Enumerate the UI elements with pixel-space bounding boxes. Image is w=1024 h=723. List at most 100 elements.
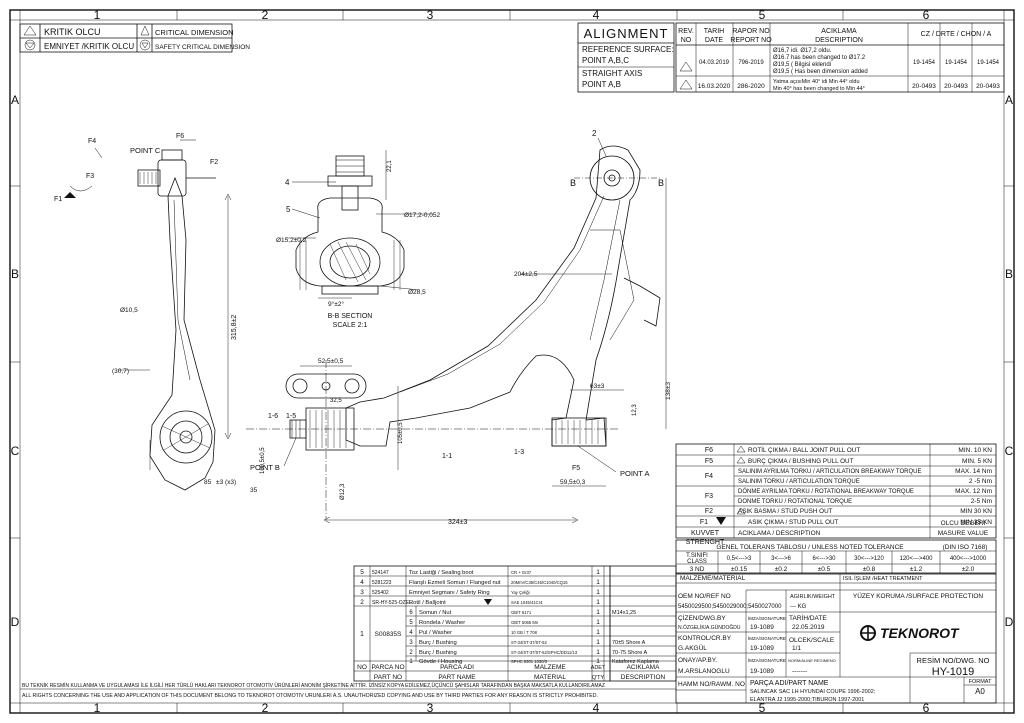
strength-code-f1: F1 [700, 519, 708, 526]
tb-material-label: MALZEME/MATERIAL [680, 575, 746, 582]
tb-part-name-label: PARÇA ADI/PART NAME [750, 680, 829, 687]
grid-col-6: 6 [923, 8, 930, 22]
label-b-right: B [658, 178, 664, 188]
tb-weight-label: AGIRLIK/WEIGHT [790, 594, 836, 600]
grid-row-a-right: A [1005, 93, 1013, 107]
rev1-cz: 19-1454 [913, 60, 936, 66]
bom-subrow-no: 1 [409, 659, 413, 665]
dim-angle: 9°±2° [328, 300, 344, 308]
grid-col-1: 1 [94, 8, 101, 22]
grid-row-d-right: D [1005, 615, 1014, 629]
tb-drawn-name: N.ÖZGELİK/A.GÜNDOĞDU [678, 624, 741, 631]
dim-22-1: 22,1 [387, 160, 393, 172]
dim-85: 85 [204, 479, 212, 486]
bom-subrow-qty: 1 [596, 609, 600, 616]
bom-subrow-qty: 1 [596, 658, 600, 665]
strength-desc-f4b: SALINIM TORKU / ARTICULATION TORQUE [738, 479, 860, 485]
bom-subrow-desc: M14x1,25 [612, 610, 636, 616]
tolerance-class-label-en: CLASS [687, 559, 707, 565]
bom-row-name: Flanşlı Ezmeli Somun / Flanged nut [409, 580, 501, 586]
label-f6-side: F6 [176, 133, 184, 140]
bom-subrow-desc: Kataforez Kaplama [612, 659, 660, 665]
rev-header-cz: CZ / DRTE / CHON / A [921, 31, 992, 38]
tolerance-val-4: ±0.8 [863, 566, 876, 573]
bom-h-name-en: PART NAME [438, 674, 476, 681]
bom-row-no: 4 [360, 579, 364, 586]
bom-subrow-no: 6 [409, 610, 413, 616]
strength-desc-f2: ASIK BASMA / STUD PUSH OUT [738, 508, 833, 515]
rev1-desc-2: Ø16.7 has been changed to Ø17.2 [773, 55, 866, 61]
strength-val-f3a: MAX. 12 Nm [955, 488, 992, 495]
bom-table [353, 565, 611, 682]
bom-subrow-no: 4 [409, 630, 413, 636]
tb-date-value: 22.05.2019 [792, 624, 825, 631]
grid-row-c: C [11, 444, 20, 458]
tb-approve-note-label: NORM/ALINE REGIMENO [788, 658, 836, 663]
alignment-ref-label: REFERENCE SURFACE: [582, 45, 674, 54]
tb-check-sig-label: İMZA/SIGNATURE [748, 635, 786, 641]
alignment-box: ALIGNMENT REFERENCE SURFACE: POINT A,B,C… [577, 22, 675, 93]
tb-check-sig: 19-1089 [750, 645, 774, 652]
label-point-a: POINT A [620, 469, 649, 478]
bom-subrow-qty: 1 [596, 619, 600, 626]
tb-drawn-sig: 19-1089 [750, 624, 774, 631]
bom-h-material-en: MATERIAL [534, 674, 566, 681]
tb-drawing-no: HY-1019 [932, 666, 974, 678]
bom-group-part: S00835S [375, 631, 402, 638]
bom-row-no: 5 [360, 569, 364, 576]
bom-row-no: 3 [360, 589, 364, 596]
bom-subrow-qty: 1 [596, 629, 600, 636]
label-f2-side: F2 [210, 159, 218, 166]
rev-header-desc: ACIKLAMA [821, 28, 857, 35]
dim-324: 324±3 [448, 519, 468, 526]
tolerance-range-1: 0,5<--->3 [727, 556, 752, 562]
tolerance-val-1: ±0.15 [731, 566, 748, 573]
rev-triangle-icon [679, 61, 693, 72]
dim-59-5: 59,5±0,3 [560, 479, 586, 486]
tb-approve-sig-label: İMZA/SIGNATURE [748, 657, 786, 663]
rev-header-date: TARIH [704, 28, 724, 35]
grid-col-4-bottom: 4 [593, 701, 600, 715]
tb-check-label: KONTROL/CR.BY [678, 635, 732, 642]
critical-triangle-icon [23, 25, 37, 36]
teknorot-logo-icon [860, 625, 876, 641]
bom-row-qty: 1 [596, 589, 600, 596]
bom-subrow-material: 10 GB / T 708 [511, 630, 538, 635]
bom-row-qty: 1 [596, 569, 600, 576]
grid-col-4: 4 [593, 8, 600, 22]
bom-row-material: SAE 1045/41Cr4 [511, 600, 543, 605]
bom-h-qty-en: Q'TY [592, 675, 605, 681]
bom-subrow-name: Somun / Nut [419, 610, 452, 616]
bom-row-part: 524147 [372, 570, 389, 576]
strength-code-f2: F2 [705, 508, 713, 515]
tolerance-row-label: 3 ND [690, 566, 705, 573]
dim-32-5: 32,5 [330, 398, 342, 404]
tb-part-name-1: SALINCAK SAC LH HYUNDAI COUPE 1996-2002; [750, 689, 876, 695]
tb-date-label: TARİH/DATE [789, 613, 827, 622]
side-view [118, 149, 232, 491]
dim-85-tol: ±3 (x3) [216, 479, 236, 486]
bom-h-part: PARCA NO [371, 664, 404, 671]
strength-desc-f3b: DONME TORKU / ROTATIONAL TORQUE [738, 499, 852, 505]
bom-row-qty: 1 [596, 579, 600, 586]
tolerance-range-4: 30<--->120 [854, 556, 884, 562]
bom-subrow-desc: 70±5 Shore A [612, 640, 646, 646]
strength-val-f4a: MAX. 14 Nm [955, 468, 992, 475]
strength-desc-f6: ROTİL ÇIKMA / BALL JOINT PULL OUT [748, 445, 860, 454]
bom-row-material: Yay Çeliği [511, 590, 530, 595]
label-section-1-3: 1-3 [514, 449, 524, 456]
tb-approve-sig: 19-1089 [750, 668, 774, 675]
strength-code-f4: F4 [705, 473, 713, 480]
dim-offset-30-7: (30,7) [112, 368, 129, 375]
strength-code-f5: F5 [705, 458, 713, 465]
rev2-report: 286-2020 [737, 83, 765, 90]
dim-hole-diameter: Ø10,5 [120, 307, 138, 314]
tolerance-range-3: 6<--->30 [812, 556, 836, 562]
bom-group-no: 1 [360, 631, 364, 638]
grid-col-5-bottom: 5 [759, 701, 766, 715]
bom-subrow-material: SPHC 6301 1030/3 [511, 659, 548, 664]
tb-format-value: A0 [975, 687, 985, 696]
